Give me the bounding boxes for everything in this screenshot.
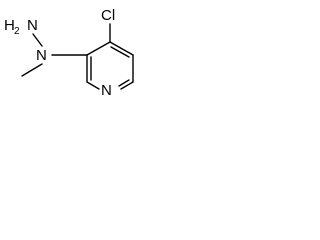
chlorine-atom-label: Cl [101,7,115,24]
methyl-n-atom-label: N [36,47,47,64]
ring-n-atom-label: N [101,82,112,99]
amine-h-atom-label: H [4,17,15,34]
double-bond-c5-c6 [118,79,130,87]
bond-c2-c3-link [86,41,111,56]
bond-n-methyl [21,63,43,77]
bond-c5-c6 [120,81,134,90]
bond-c3-c4 [109,41,134,56]
amine-h-subscript: 2 [14,26,20,37]
bond-n1-c2 [86,81,100,90]
amine-n-atom-label: N [27,17,38,34]
double-bond-c3-c4 [110,46,130,58]
bond-n-nh2 [32,33,43,47]
chemical-structure-diagram: Cl N H 2 N N [4,7,134,99]
